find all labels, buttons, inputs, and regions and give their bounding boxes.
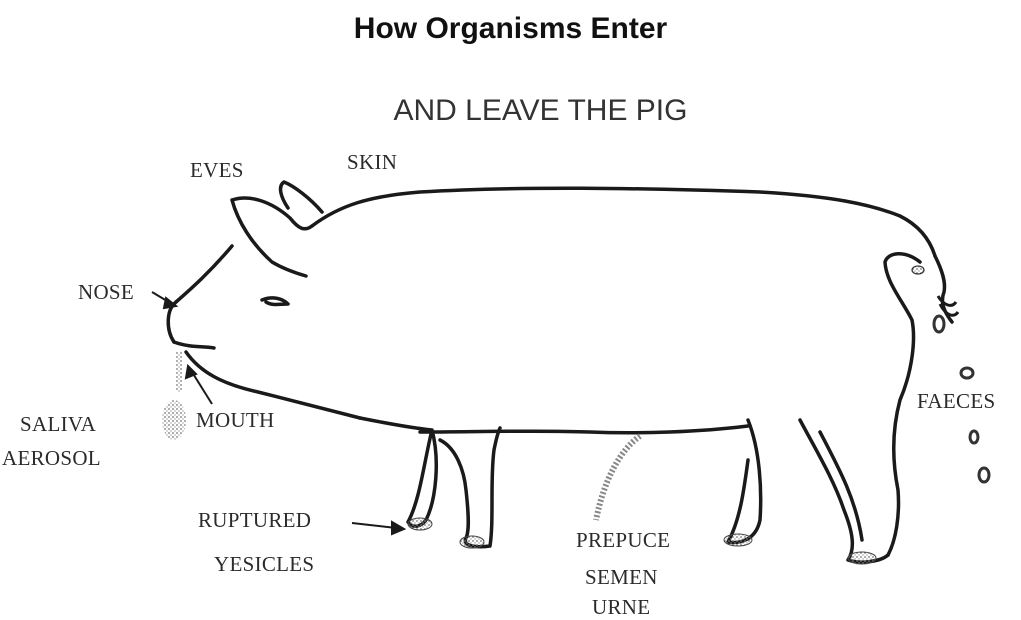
nose-arrow (152, 292, 176, 308)
pig-outline (168, 182, 952, 562)
label-semen: SEMEN (585, 565, 658, 590)
label-skin: SKIN (347, 150, 397, 175)
label-nose: NOSE (78, 280, 134, 305)
label-mouth: MOUTH (196, 408, 275, 433)
prepuce-stream (596, 436, 640, 520)
label-prepuce: PREPUCE (576, 528, 670, 553)
saliva-aerosol-spray (162, 352, 186, 440)
label-urine: URNE (592, 595, 650, 620)
label-ruptured: RUPTURED (198, 508, 311, 533)
label-vesicles: YESICLES (214, 552, 314, 577)
vesicles-arrow (352, 522, 404, 534)
label-faeces: FAECES (917, 389, 995, 414)
label-aerosol: AEROSOL (2, 446, 101, 471)
label-saliva: SALIVA (20, 412, 96, 437)
label-eyes: EVES (190, 158, 244, 183)
anus-marker (912, 266, 924, 274)
tail-tuft (938, 296, 958, 315)
